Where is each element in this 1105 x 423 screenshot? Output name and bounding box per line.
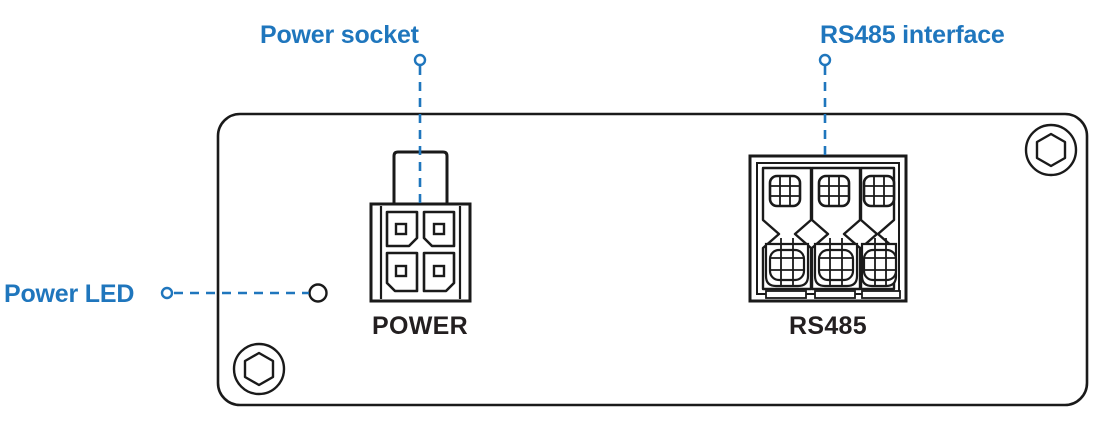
pin-contact	[432, 222, 446, 236]
callout-leader-rs485-interface	[818, 53, 832, 158]
wire-clamp-ring	[862, 248, 898, 282]
callout-leader-power-led	[160, 286, 309, 300]
rs485-terminal-block	[748, 154, 908, 303]
terminal-foot-tab	[814, 290, 856, 299]
rs485-terminal-position-3	[859, 166, 901, 299]
pin-contact	[432, 264, 446, 278]
port-label-power: POWER	[372, 312, 468, 340]
terminal-foot-tab	[765, 290, 807, 299]
pin-contact	[394, 264, 408, 278]
callout-leader-power-socket	[413, 53, 427, 205]
terminal-screw-head	[817, 174, 851, 208]
terminal-screw-head	[768, 174, 802, 208]
hex-socket-icon	[243, 351, 275, 387]
panel-outline	[216, 112, 1089, 407]
wire-clamp-ring	[817, 248, 855, 282]
callout-label-power-led: Power LED	[4, 280, 134, 308]
terminal-screw-head	[862, 174, 896, 208]
callout-marker-circle	[160, 286, 174, 300]
screw-bottom-left	[232, 342, 286, 396]
port-label-rs485: RS485	[789, 312, 867, 340]
power-connector	[369, 150, 472, 303]
power-led-indicator	[308, 283, 328, 303]
pin-contact	[394, 222, 408, 236]
callout-label-rs485-interface: RS485 interface	[820, 21, 1005, 49]
callout-marker-circle	[413, 53, 427, 67]
power-pin-cavity-3	[385, 251, 419, 293]
terminal-foot-tab	[861, 290, 901, 299]
rs485-terminal-position-1	[761, 166, 813, 299]
hex-socket-icon	[1035, 132, 1067, 168]
power-pin-cavity-1	[385, 210, 419, 248]
rear-panel-body	[216, 112, 1089, 407]
callout-marker-circle	[818, 53, 832, 67]
wire-clamp-ring	[768, 248, 806, 282]
screw-top-right	[1024, 123, 1078, 177]
callout-label-power-socket: Power socket	[260, 21, 420, 49]
power-pin-cavity-2	[422, 210, 456, 248]
power-pin-cavity-4	[422, 251, 456, 293]
